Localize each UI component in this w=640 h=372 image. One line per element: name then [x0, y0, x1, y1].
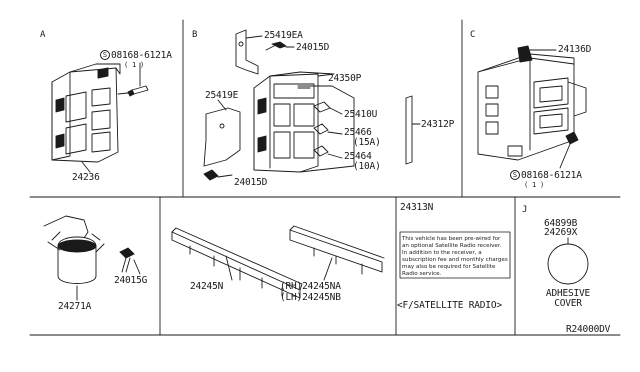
adhesive-cover-caption: ADHESIVE COVER — [545, 288, 591, 309]
callout-24313n: 24313N — [400, 202, 434, 213]
callout-25464-amp: (10A) — [353, 161, 381, 172]
callout-24312p: 24312P — [421, 119, 455, 130]
satellite-radio-caption: <F/SATELLITE RADIO> — [397, 300, 502, 311]
callout-25419ea: 25419EA — [264, 30, 303, 41]
callout-25466-amp: (15A) — [353, 137, 381, 148]
adhesive-cover-drawing — [547, 243, 589, 285]
callout-24271a: 24271A — [58, 301, 92, 312]
callout-24269x: 24269X — [544, 227, 578, 238]
callout-24350p: 24350P — [328, 73, 362, 84]
diagram-code: R24000DV — [566, 324, 611, 335]
callout-24136d: 24136D — [558, 44, 592, 55]
callout-25410u: 25410U — [344, 109, 378, 120]
section-label-c: C — [470, 30, 476, 40]
callout-25419e: 25419E — [205, 90, 239, 101]
callout-08168-6121a-c: 08168-6121A — [521, 170, 582, 181]
satellite-radio-label — [399, 231, 511, 279]
callout-24245nb: (LH)24245NB — [280, 292, 341, 303]
callout-08168-6121a-a: 08168-6121A — [111, 50, 172, 61]
callout-24245na: (RH)24245NA — [280, 281, 341, 292]
callout-64899b: 64899B — [544, 218, 578, 229]
section-label-j: J — [522, 205, 528, 215]
callout-25466: 25466 — [344, 127, 372, 138]
fuse-block-24350p-drawing — [203, 29, 421, 181]
panel-frame — [29, 19, 621, 336]
section-label-b: B — [192, 30, 198, 40]
retainer-24271a-drawing — [43, 215, 141, 301]
callout-24015d-bottom: 24015D — [234, 177, 268, 188]
bracket-24245na-drawing — [289, 225, 385, 281]
satellite-radio-label-text: This vehicle has been pre-wired for an o… — [402, 236, 508, 277]
bracket-24245n-drawing — [171, 227, 303, 299]
callout-08168-qty-c: ( 1 ) — [524, 181, 545, 189]
section-label-a: A — [40, 30, 46, 40]
bracket-24236-drawing — [51, 62, 149, 173]
callout-24245n: 24245N — [190, 281, 224, 292]
callout-25464: 25464 — [344, 151, 372, 162]
screw-symbol-c: S — [510, 170, 520, 180]
callout-24236: 24236 — [72, 172, 100, 183]
callout-24015d-top: 24015D — [296, 42, 330, 53]
callout-24015g: 24015G — [114, 275, 148, 286]
relay-box-24136d-drawing — [477, 45, 587, 169]
callout-08168-qty-a: ( 1 ) — [124, 61, 145, 69]
screw-symbol-a: S — [100, 50, 110, 60]
